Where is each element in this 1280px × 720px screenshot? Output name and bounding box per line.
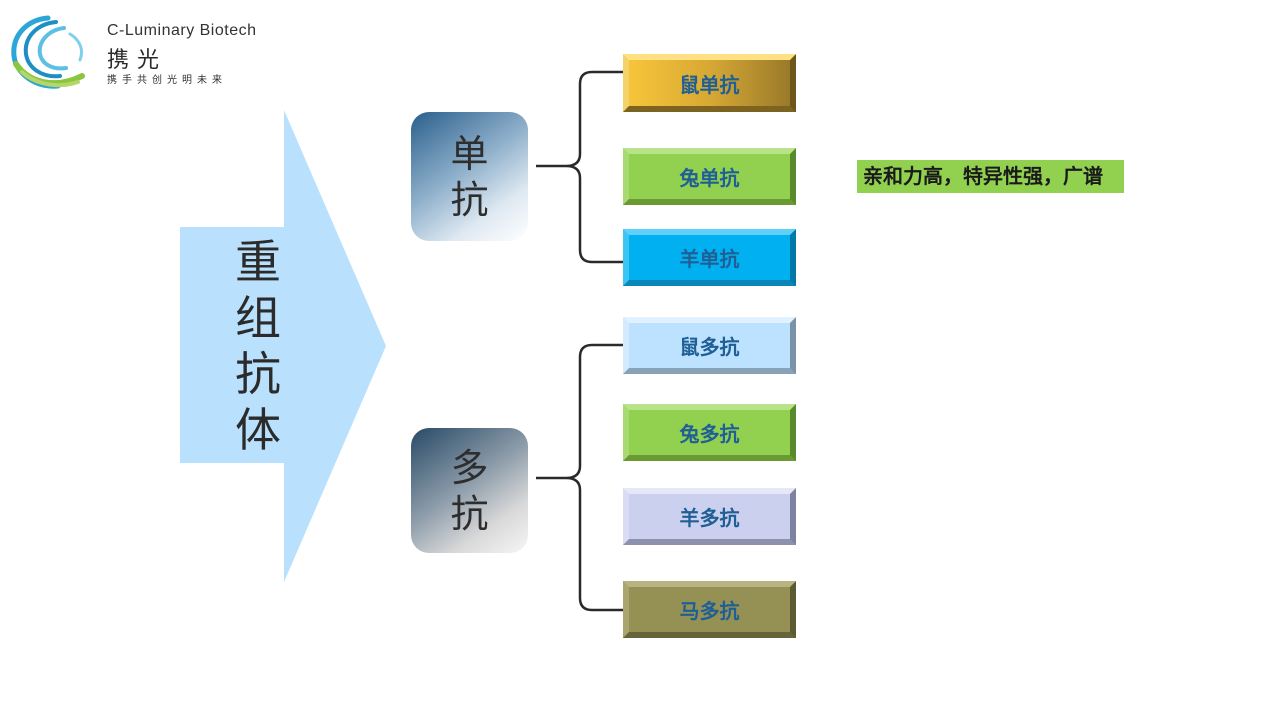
item-horse-polyclonal: 马多抗 <box>623 581 796 638</box>
bracket-monoclonal <box>536 70 623 264</box>
category-box-polyclonal: 多抗 <box>411 428 528 553</box>
item-mouse-polyclonal: 鼠多抗 <box>623 317 796 374</box>
bracket-polyclonal <box>536 343 623 612</box>
category-box-monoclonal: 单抗 <box>411 112 528 241</box>
brand-name-cn: 携光 <box>107 48 168 73</box>
swirl-logo-icon <box>11 15 85 89</box>
category-label-polyclonal: 多抗 <box>450 445 489 536</box>
item-rabbit-monoclonal: 兔单抗 <box>623 148 796 205</box>
brand-slogan: 携手共创光明未来 <box>107 75 227 86</box>
main-title: 重组抗体 <box>235 235 281 457</box>
brand-name-en: C-Luminary Biotech <box>107 22 257 39</box>
category-label-monoclonal: 单抗 <box>450 131 489 222</box>
item-rabbit-polyclonal: 兔多抗 <box>623 404 796 461</box>
item-mouse-monoclonal: 鼠单抗 <box>623 54 796 112</box>
rabbit-monoclonal-note: 亲和力高，特异性强，广谱 <box>857 160 1124 193</box>
item-goat-monoclonal: 羊单抗 <box>623 229 796 286</box>
item-goat-polyclonal: 羊多抗 <box>623 488 796 545</box>
company-logo: C-Luminary Biotech 携光 携手共创光明未来 <box>8 10 308 95</box>
main-arrow-shape <box>180 110 386 582</box>
